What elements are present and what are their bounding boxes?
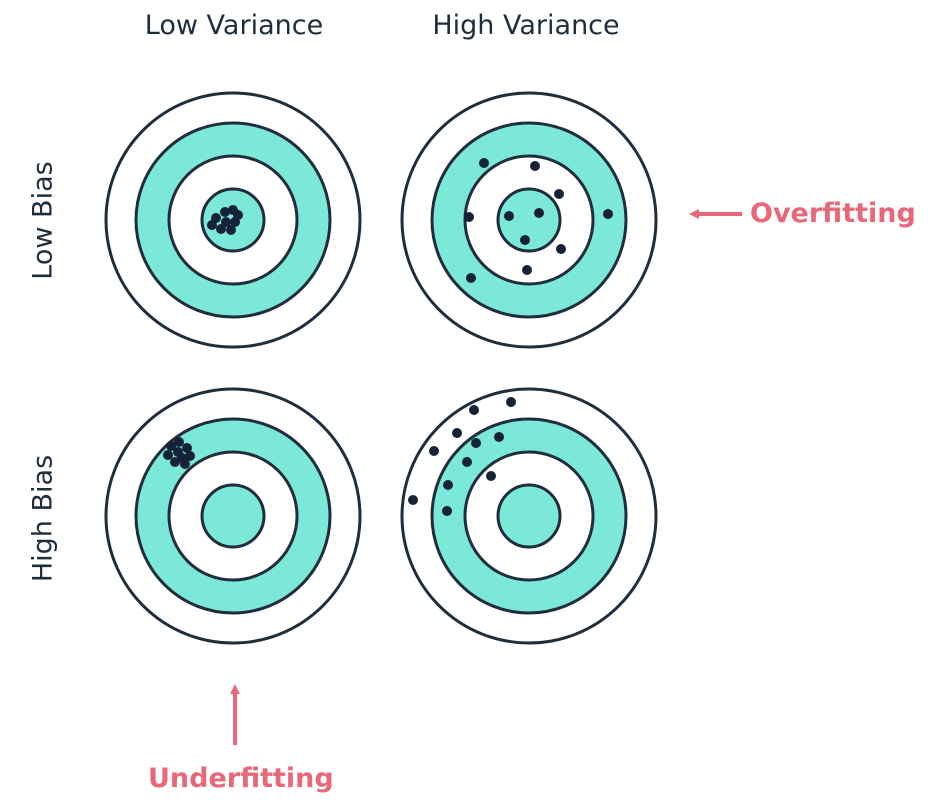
data-point bbox=[207, 220, 217, 230]
data-point bbox=[530, 161, 540, 171]
data-point bbox=[466, 273, 476, 283]
data-point bbox=[494, 432, 504, 442]
data-point bbox=[166, 441, 176, 451]
data-point bbox=[221, 217, 231, 227]
target-low-bias-low-variance bbox=[104, 91, 362, 349]
data-point bbox=[506, 397, 516, 407]
data-point bbox=[520, 235, 530, 245]
data-point bbox=[226, 225, 236, 235]
column-label-low-variance: Low Variance bbox=[144, 10, 324, 41]
data-point bbox=[486, 471, 496, 481]
data-point bbox=[556, 244, 566, 254]
data-point bbox=[504, 211, 514, 221]
data-point bbox=[462, 457, 472, 467]
data-point bbox=[469, 405, 479, 415]
data-point bbox=[554, 189, 564, 199]
column-label-high-variance: High Variance bbox=[432, 10, 620, 41]
data-point bbox=[443, 480, 453, 490]
data-point bbox=[534, 208, 544, 218]
data-point bbox=[479, 158, 489, 168]
data-point bbox=[464, 212, 474, 222]
data-point bbox=[442, 506, 452, 516]
data-point bbox=[522, 265, 532, 275]
data-point bbox=[452, 428, 462, 438]
target-high-bias-high-variance bbox=[400, 387, 658, 645]
data-point bbox=[177, 453, 187, 463]
data-point bbox=[603, 209, 613, 219]
data-point bbox=[182, 443, 192, 453]
data-point bbox=[230, 217, 240, 227]
underfitting-label: Underfitting bbox=[148, 763, 334, 794]
data-point bbox=[174, 437, 184, 447]
target-high-bias-low-variance bbox=[104, 387, 362, 645]
overfitting-label: Overfitting bbox=[750, 198, 916, 229]
data-point bbox=[220, 207, 230, 217]
data-point bbox=[216, 224, 226, 234]
target-low-bias-high-variance bbox=[400, 91, 658, 349]
data-point bbox=[408, 495, 418, 505]
data-point bbox=[471, 438, 481, 448]
data-point bbox=[429, 446, 439, 456]
data-point bbox=[185, 451, 195, 461]
data-point bbox=[163, 450, 173, 460]
